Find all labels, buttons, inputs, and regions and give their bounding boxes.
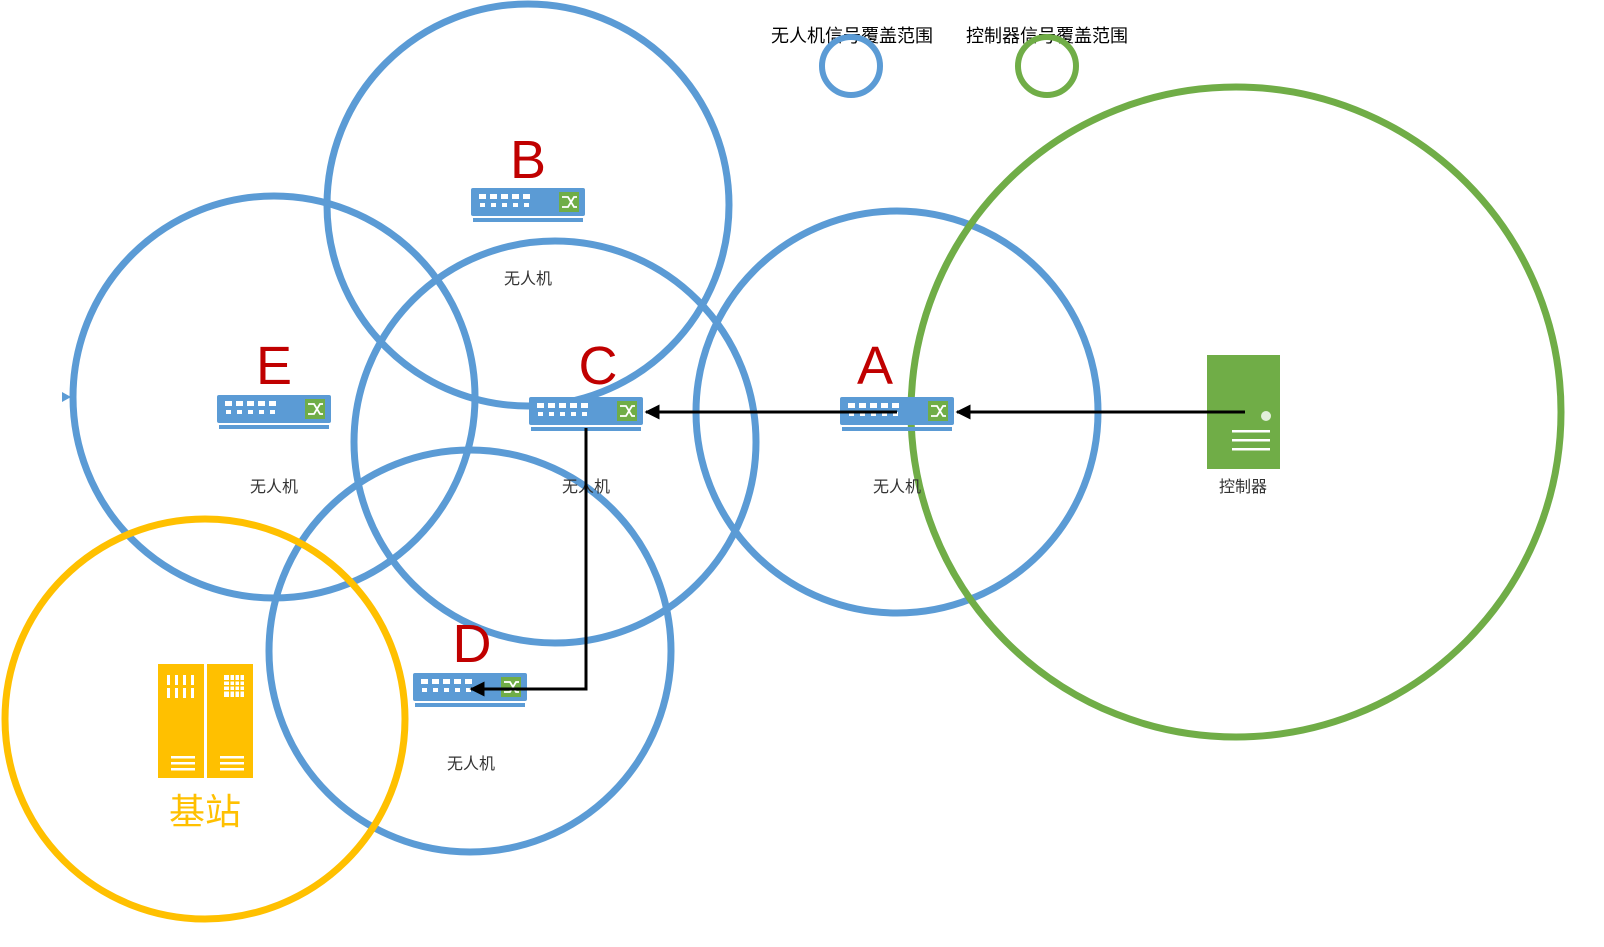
switch-icon xyxy=(216,394,332,430)
node-label-A: 无人机 xyxy=(873,477,921,496)
switch-icon xyxy=(470,187,586,223)
legend-controller-circle xyxy=(1015,34,1079,98)
base-station-label: 基站 xyxy=(169,792,241,833)
base-range-circle xyxy=(1,515,409,923)
base-station-node: 基站 xyxy=(158,664,253,833)
node-letter-A: A xyxy=(857,336,893,396)
node-label-D: 无人机 xyxy=(447,754,495,773)
switch-icon xyxy=(839,396,955,432)
edge-arrow-icon xyxy=(62,392,71,402)
drone-node-D: D 无人机 xyxy=(412,614,528,773)
controller-label: 控制器 xyxy=(1219,477,1267,496)
drone-node-B: B 无人机 xyxy=(470,130,586,288)
drone-node-E: E 无人机 xyxy=(216,336,332,496)
controller-node: 控制器 xyxy=(1207,355,1280,496)
rack-server-icon xyxy=(158,664,253,778)
node-letter-C: C xyxy=(579,336,618,396)
drone-range-circle-C xyxy=(350,237,760,647)
node-label-E: 无人机 xyxy=(250,477,298,496)
drone-range-circle-D xyxy=(265,446,675,856)
node-letter-B: B xyxy=(510,130,546,190)
switch-icon xyxy=(528,396,644,432)
drone-node-A: A 无人机 xyxy=(839,336,955,496)
node-letter-D: D xyxy=(453,614,492,674)
link-C-to-D xyxy=(469,428,588,697)
node-label-B: 无人机 xyxy=(504,269,552,288)
node-letter-E: E xyxy=(256,336,292,396)
legend-drone-circle xyxy=(819,34,883,98)
